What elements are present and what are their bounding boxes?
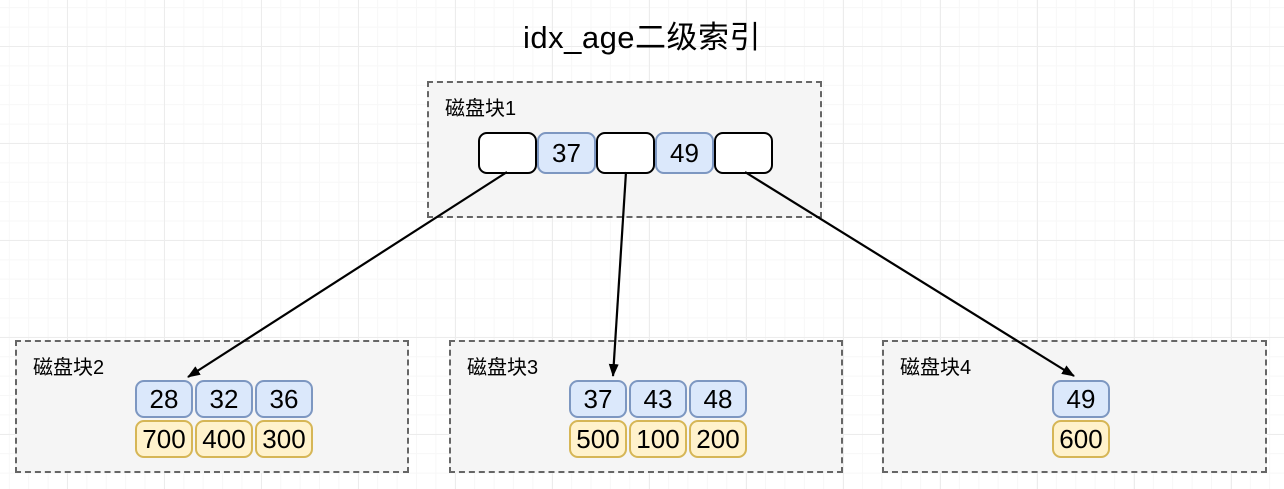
disk-block-2-label: 磁盘块2 bbox=[33, 357, 105, 379]
pointer-cell-3 bbox=[714, 132, 773, 174]
diagram-title: idx_age二级索引 bbox=[522, 20, 762, 55]
key-cell: 49 bbox=[1052, 380, 1110, 418]
key-cell: 36 bbox=[255, 380, 313, 418]
value-cell: 200 bbox=[689, 420, 747, 458]
disk-block-4-keys: 49 bbox=[1052, 380, 1110, 418]
disk-block-3-label: 磁盘块3 bbox=[467, 357, 539, 379]
key-cell: 37 bbox=[569, 380, 627, 418]
value-cell: 700 bbox=[135, 420, 193, 458]
key-cell: 32 bbox=[195, 380, 253, 418]
key-cell: 28 bbox=[135, 380, 193, 418]
value-cell: 400 bbox=[195, 420, 253, 458]
value-cell: 600 bbox=[1052, 420, 1110, 458]
value-cell: 500 bbox=[569, 420, 627, 458]
pointer-cell-1 bbox=[478, 132, 537, 174]
disk-block-2-values: 700 400 300 bbox=[135, 420, 313, 458]
key-cell: 49 bbox=[655, 132, 714, 174]
disk-block-1-cells: 37 49 bbox=[478, 132, 773, 174]
value-cell: 300 bbox=[255, 420, 313, 458]
disk-block-4: 磁盘块4 49 600 bbox=[882, 340, 1267, 473]
disk-block-1: 磁盘块1 37 49 bbox=[427, 81, 822, 218]
pointer-cell-2 bbox=[596, 132, 655, 174]
disk-block-3-values: 500 100 200 bbox=[569, 420, 747, 458]
key-cell: 43 bbox=[629, 380, 687, 418]
key-cell: 37 bbox=[537, 132, 596, 174]
key-cell: 48 bbox=[689, 380, 747, 418]
disk-block-3-keys: 37 43 48 bbox=[569, 380, 747, 418]
value-cell: 100 bbox=[629, 420, 687, 458]
disk-block-1-label: 磁盘块1 bbox=[445, 98, 517, 120]
disk-block-2: 磁盘块2 28 32 36 700 400 300 bbox=[15, 340, 409, 473]
disk-block-4-values: 600 bbox=[1052, 420, 1110, 458]
disk-block-4-label: 磁盘块4 bbox=[900, 357, 972, 379]
disk-block-3: 磁盘块3 37 43 48 500 100 200 bbox=[449, 340, 843, 473]
disk-block-2-keys: 28 32 36 bbox=[135, 380, 313, 418]
